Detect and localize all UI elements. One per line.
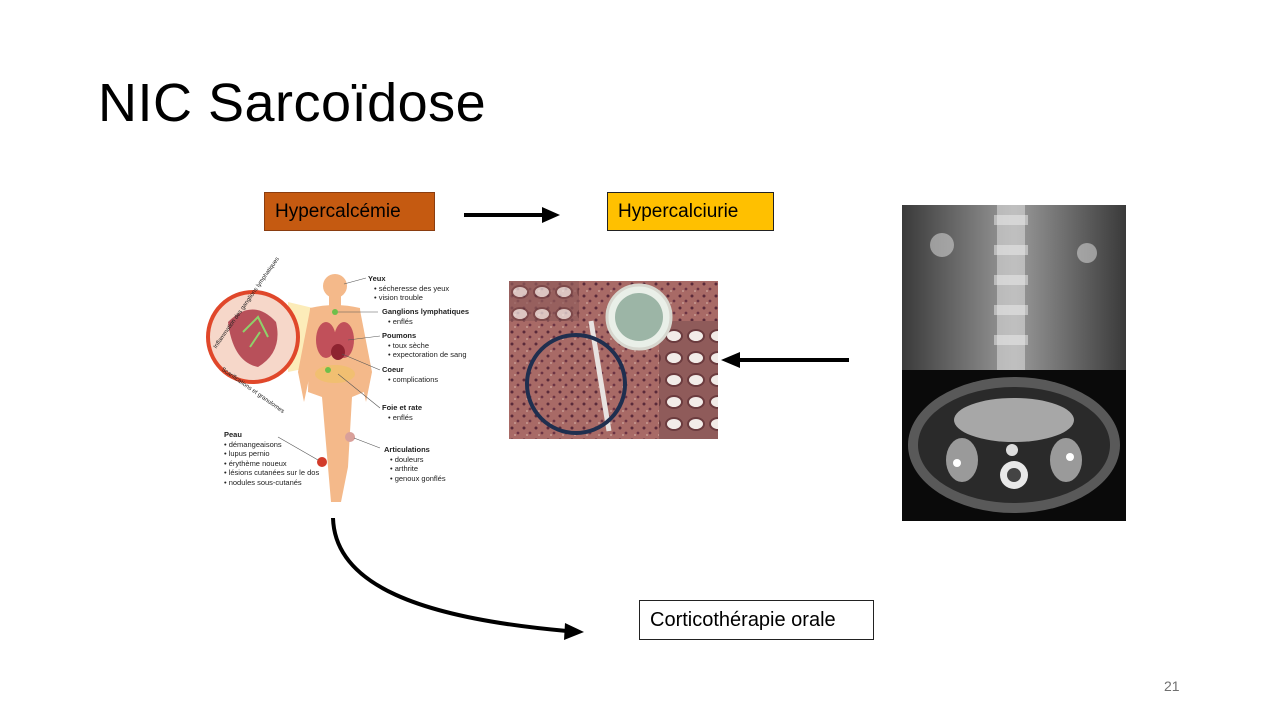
hypercalcemie-label: Hypercalcémie	[275, 200, 401, 222]
renal-histology-image	[509, 281, 718, 439]
slide-title: NIC Sarcoïdose	[98, 73, 487, 133]
anatomy-figure	[206, 274, 381, 502]
corticotherapie-box: Corticothérapie orale	[639, 600, 874, 640]
radiology-images	[902, 205, 1126, 521]
label-ganglions: Ganglions lymphatiques enflés	[382, 307, 469, 326]
sarcoidosis-anatomy-illustration: Inflammation des ganglions lymphatiques …	[198, 256, 478, 508]
highlight-circle	[525, 333, 627, 435]
label-poumons: Poumons toux sèche expectoration de sang	[382, 331, 467, 360]
histology-micrograph	[509, 281, 718, 439]
hypercalcemie-box: Hypercalcémie	[264, 192, 435, 231]
hypercalciurie-box: Hypercalciurie	[607, 192, 774, 231]
label-peau: Peau démangeaisons lupus pernio érythème…	[218, 430, 319, 487]
corticotherapie-label: Corticothérapie orale	[650, 608, 836, 631]
arrow-hypercalcemie-to-hypercalciurie	[464, 207, 560, 223]
arrow-curved-to-corticotherapie	[331, 517, 584, 640]
arrow-radiology-to-histology	[721, 352, 849, 368]
page-number: 21	[1164, 678, 1180, 694]
label-coeur: Coeur complications	[382, 365, 438, 384]
abdominal-xray-and-ct	[902, 205, 1126, 521]
label-articulations: Articulations douleurs arthrite genoux g…	[384, 445, 446, 483]
label-foie-rate: Foie et rate enflés	[382, 403, 422, 422]
hypercalciurie-label: Hypercalciurie	[618, 200, 739, 222]
label-yeux: Yeux sécheresse des yeux vision trouble	[368, 274, 449, 303]
